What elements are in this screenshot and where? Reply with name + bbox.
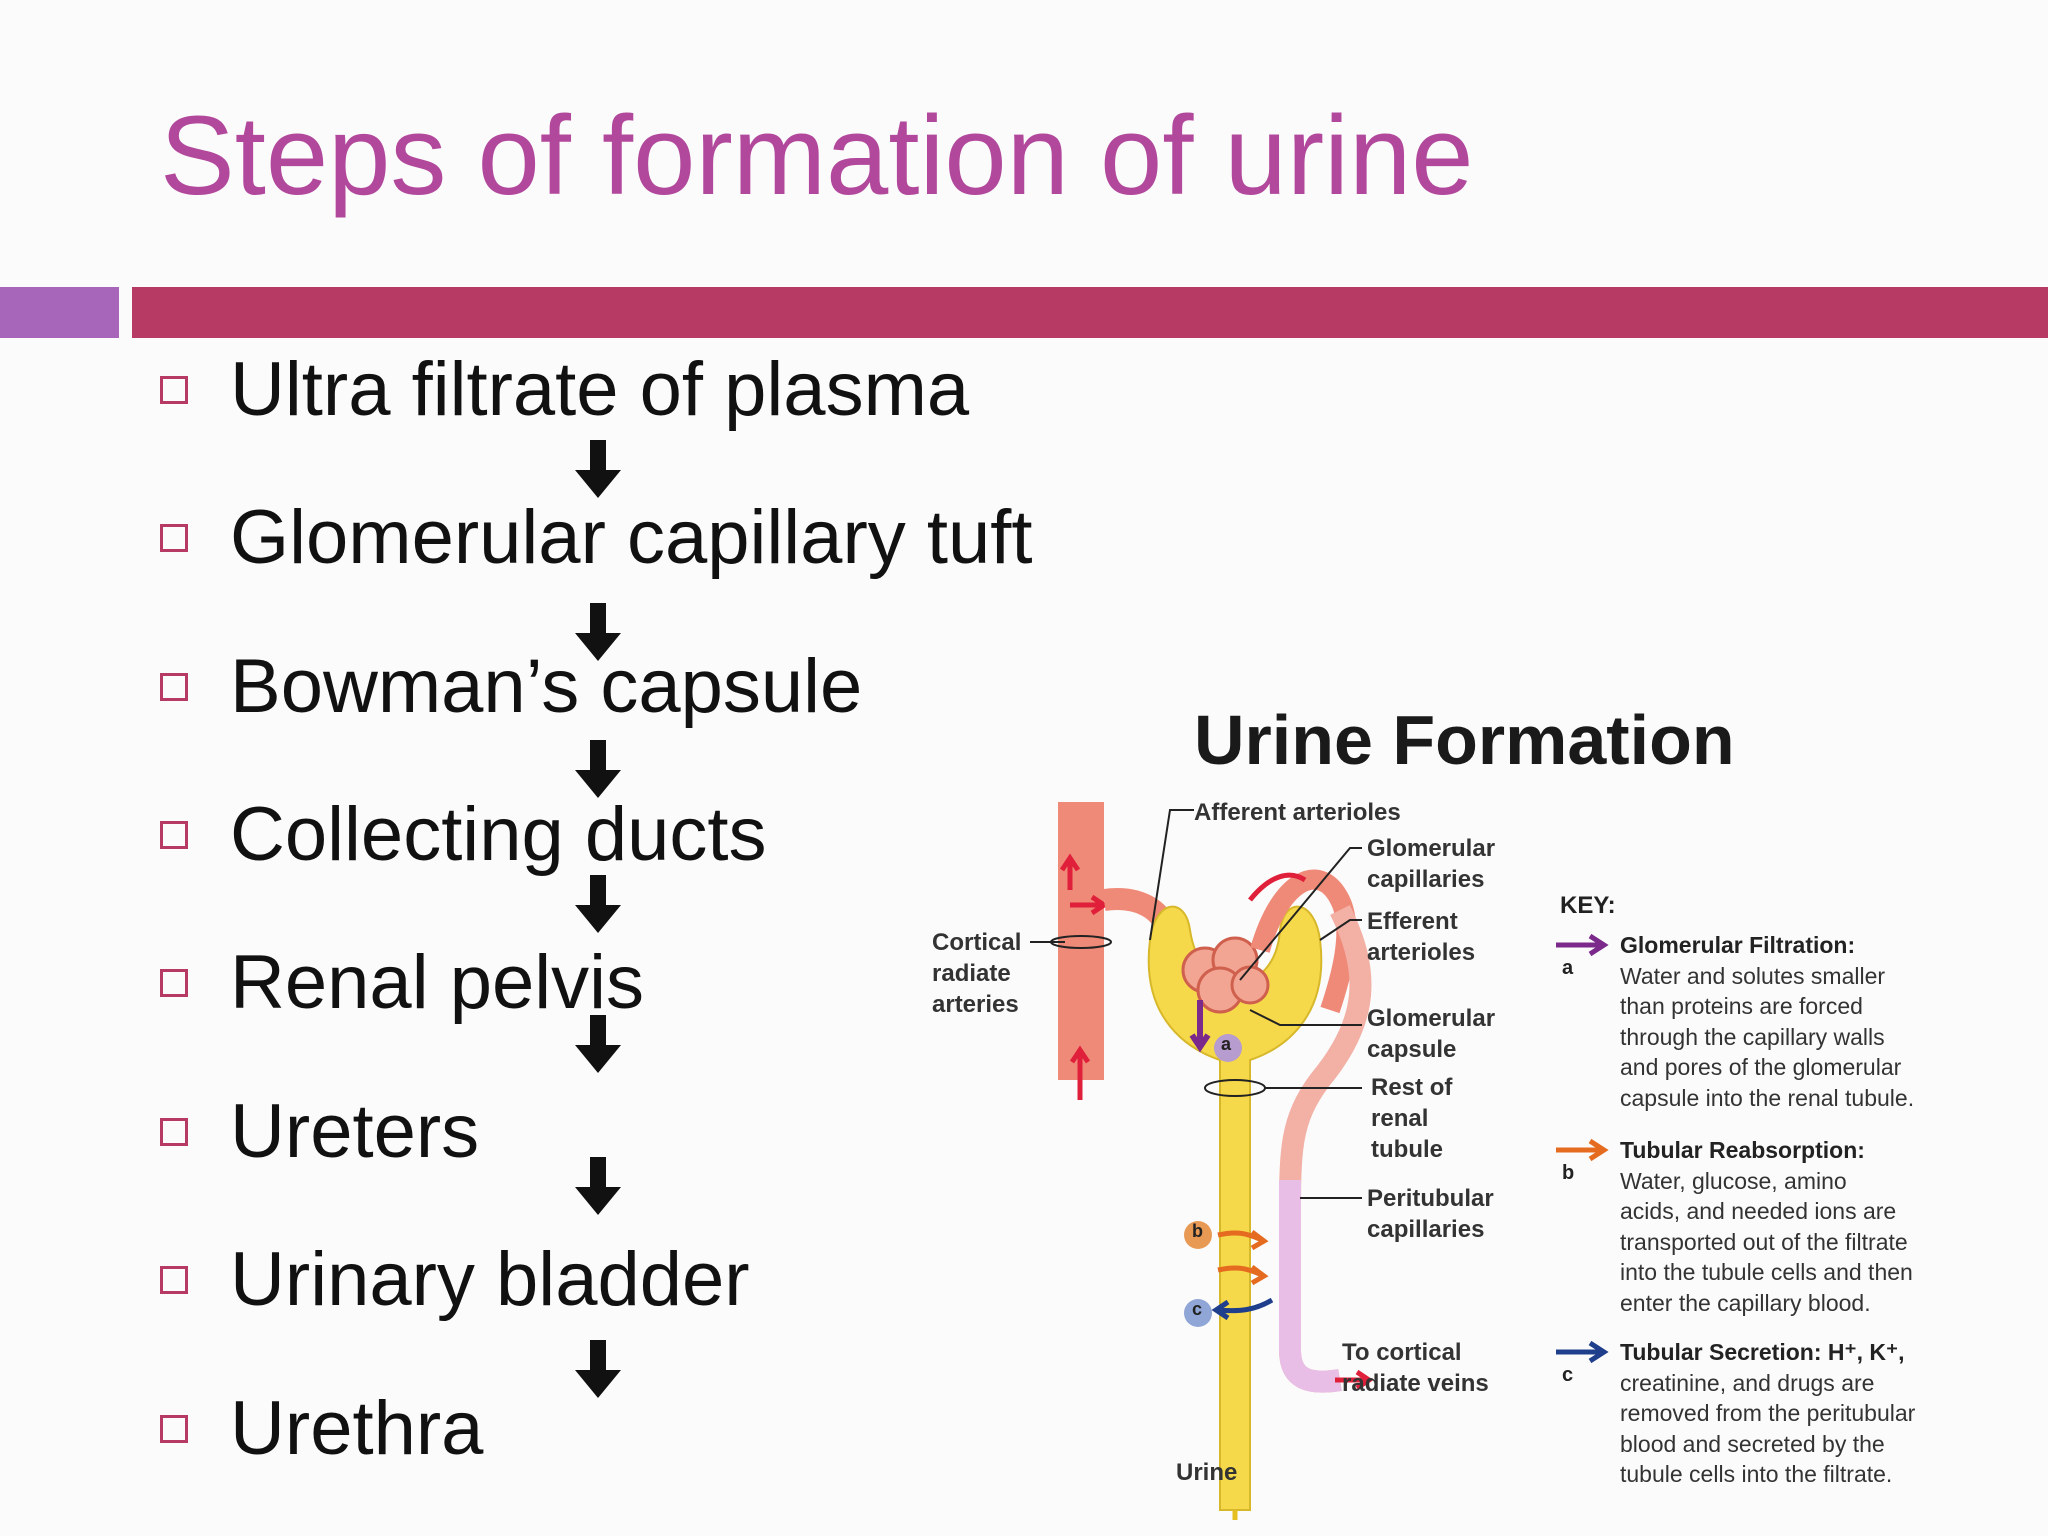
key-arrow-a	[1556, 933, 1609, 957]
key-description: creatinine, and drugs are removed from t…	[1620, 1369, 1916, 1488]
slide-title: Steps of formation of urine	[160, 93, 1474, 218]
label-cortical-radiate-arteries: Cortical radiate arteries	[932, 929, 1022, 1018]
step-item: Urinary bladder	[160, 1240, 750, 1320]
marker-c	[1184, 1299, 1212, 1327]
label-glomerular-capsule: Glomerular capsule	[1367, 1005, 1496, 1063]
marker-a	[1214, 1034, 1242, 1062]
step-item: Renal pelvis	[160, 943, 644, 1023]
square-bullet-icon	[160, 376, 188, 404]
label-afferent-arterioles: Afferent arterioles	[1194, 799, 1401, 826]
step-text: Urinary bladder	[230, 1237, 750, 1322]
accent-bar-right	[132, 287, 2048, 338]
urine-formation-diagram: Urine Formation	[900, 680, 2040, 1520]
key-letter-b: b	[1562, 1162, 1575, 1184]
marker-a-label: a	[1221, 1034, 1232, 1054]
key-heading: Tubular Reabsorption:	[1620, 1137, 1865, 1163]
accent-bar-left	[0, 287, 119, 338]
key-letter-a: a	[1562, 957, 1574, 979]
step-text: Glomerular capillary tuft	[230, 495, 1033, 580]
key-arrow-c	[1556, 1340, 1609, 1364]
step-item: Urethra	[160, 1389, 483, 1469]
step-text: Ultra filtrate of plasma	[230, 347, 970, 432]
key-item-reabsorption: Tubular Reabsorption: Water, glucose, am…	[1620, 1135, 2020, 1318]
marker-b-label: b	[1192, 1221, 1203, 1241]
marker-b	[1184, 1221, 1212, 1249]
square-bullet-icon	[160, 673, 188, 701]
down-arrow-icon	[575, 1340, 621, 1398]
down-arrow-icon	[575, 1157, 621, 1215]
key-letter-c: c	[1562, 1364, 1574, 1386]
down-arrow-icon	[575, 440, 621, 498]
step-item: Bowman’s capsule	[160, 647, 862, 727]
square-bullet-icon	[160, 969, 188, 997]
step-text: Collecting ducts	[230, 792, 767, 877]
square-bullet-icon	[160, 1266, 188, 1294]
label-to-cortical-radiate-veins: To cortical radiate veins	[1342, 1339, 1489, 1397]
down-arrow-icon	[575, 603, 621, 661]
square-bullet-icon	[160, 524, 188, 552]
step-item: Collecting ducts	[160, 795, 767, 875]
key-description: Water and solutes smaller than proteins …	[1620, 962, 1915, 1111]
key-arrow-b	[1556, 1138, 1609, 1162]
step-text: Ureters	[230, 1089, 480, 1174]
square-bullet-icon	[160, 821, 188, 849]
step-item: Ultra filtrate of plasma	[160, 350, 969, 430]
label-rest-of-renal-tubule: Rest of renal tubule	[1371, 1074, 1453, 1163]
key-title: KEY:	[1560, 892, 1616, 919]
key-description: Water, glucose, amino acids, and needed …	[1620, 1167, 1913, 1316]
label-urine: Urine	[1176, 1459, 1238, 1486]
label-peritubular-capillaries: Peritubular capillaries	[1367, 1185, 1494, 1243]
step-text: Renal pelvis	[230, 940, 644, 1025]
label-efferent-arterioles: Efferent arterioles	[1367, 908, 1476, 966]
nephron-illustration	[1030, 802, 1609, 1520]
down-arrow-icon	[575, 740, 621, 798]
down-arrow-icon	[575, 875, 621, 933]
step-item: Glomerular capillary tuft	[160, 498, 1033, 578]
square-bullet-icon	[160, 1415, 188, 1443]
step-text: Bowman’s capsule	[230, 644, 863, 729]
key-heading: Glomerular Filtration:	[1620, 932, 1856, 958]
key-item-secretion: Tubular Secretion: H⁺, K⁺, creatinine, a…	[1620, 1337, 2020, 1490]
step-item: Ureters	[160, 1092, 479, 1172]
square-bullet-icon	[160, 1118, 188, 1146]
cortical-artery-shape	[1058, 802, 1104, 1080]
down-arrow-icon	[575, 1015, 621, 1073]
label-glomerular-capillaries: Glomerular capillaries	[1367, 835, 1496, 893]
key-heading: Tubular Secretion: H⁺, K⁺,	[1620, 1339, 1905, 1365]
diagram-title: Urine Formation	[1194, 701, 1735, 779]
key-item-filtration: Glomerular Filtration: Water and solutes…	[1620, 930, 2020, 1113]
step-text: Urethra	[230, 1386, 484, 1471]
marker-c-label: c	[1192, 1299, 1203, 1319]
